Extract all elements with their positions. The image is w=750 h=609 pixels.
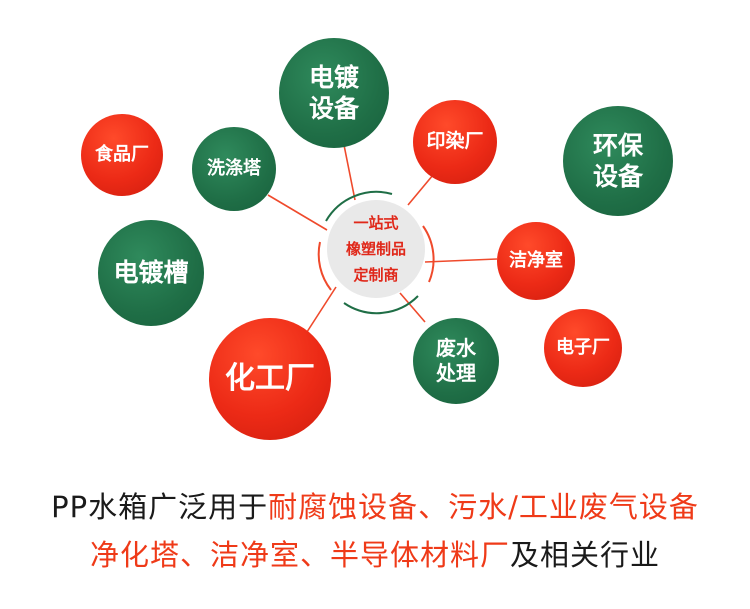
center-line2: 橡塑制品 — [345, 239, 406, 258]
node-label: 设备 — [592, 162, 643, 191]
center-node: 一站式 橡塑制品 定制商 — [327, 200, 425, 298]
caption-line-1: PP水箱广泛用于耐腐蚀设备、污水/工业废气设备 — [0, 484, 750, 526]
node-label: 食品厂 — [95, 143, 149, 165]
node-label: 洁净室 — [509, 249, 563, 271]
node-scrubber-tower: 洗涤塔 — [192, 127, 276, 211]
node-label: 印染厂 — [426, 130, 484, 153]
caption-text: 及相关行业 — [510, 538, 661, 572]
node-label: 化工厂 — [225, 361, 315, 397]
node-dyeing-factory: 印染厂 — [413, 100, 497, 184]
center-line3: 定制商 — [353, 266, 399, 285]
connector-line — [424, 258, 498, 263]
node-wastewater-treatment: 废水 处理 — [413, 318, 499, 404]
node-label: 电镀槽 — [113, 258, 189, 288]
node-cleanroom: 洁净室 — [497, 222, 575, 300]
center-arc — [422, 225, 435, 283]
center-arc — [317, 241, 332, 291]
caption-text: PP水箱广泛用于 — [51, 490, 269, 524]
connector-line — [342, 139, 356, 201]
node-environmental-equipment: 环保 设备 — [563, 106, 673, 216]
node-label: 处理 — [436, 361, 476, 385]
node-label: 电子厂 — [556, 336, 610, 358]
node-label: 废水 — [436, 336, 476, 360]
node-electroplating-tank: 电镀槽 — [98, 220, 204, 326]
center-line1: 一站式 — [353, 213, 399, 232]
node-label: 环保 — [592, 130, 643, 160]
node-chemical-plant: 化工厂 — [209, 318, 331, 440]
node-label: 电镀 — [308, 62, 359, 92]
connector-line — [399, 292, 426, 323]
node-food-factory: 食品厂 — [81, 114, 163, 196]
caption-highlight: 净化塔、洁净室、半导体材料厂 — [89, 538, 510, 572]
connector-line — [304, 286, 337, 336]
node-label: 洗涤塔 — [207, 157, 261, 179]
node-label: 设备 — [308, 94, 359, 123]
connector-line — [407, 174, 434, 206]
center-arc — [325, 190, 393, 222]
caption-line-2: 净化塔、洁净室、半导体材料厂及相关行业 — [0, 532, 750, 574]
center-arc — [343, 295, 419, 315]
caption-highlight: 耐腐蚀设备、污水/工业废气设备 — [268, 490, 699, 524]
node-electroplating-equipment: 电镀 设备 — [279, 38, 389, 148]
node-electronics-factory: 电子厂 — [544, 309, 622, 387]
application-diagram: 一站式 橡塑制品 定制商 电镀 设备 印染厂 环保 设备 食品厂 洗涤塔 电镀槽… — [81, 38, 673, 440]
connector-line — [267, 194, 328, 231]
connector-layer — [267, 139, 498, 336]
